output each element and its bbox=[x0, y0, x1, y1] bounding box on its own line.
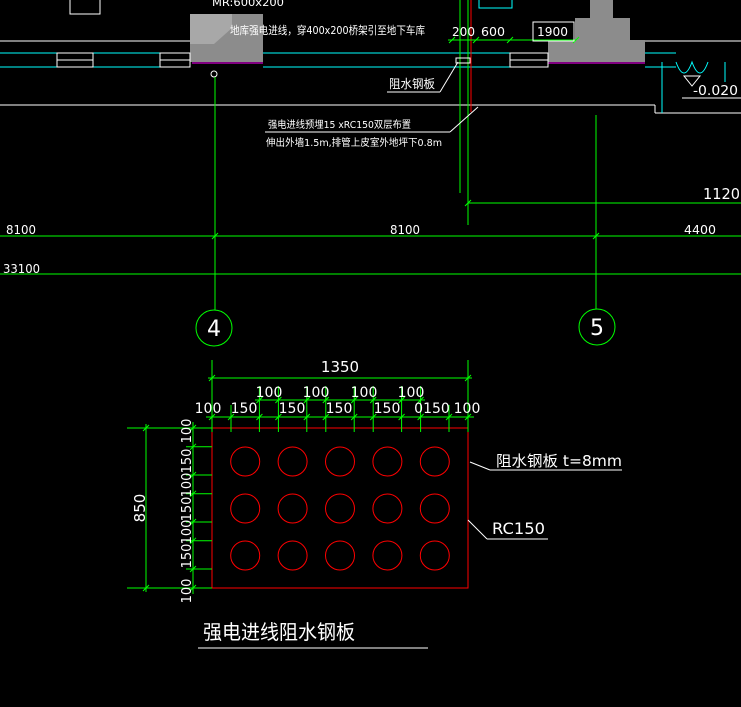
geometry-layer bbox=[0, 0, 741, 649]
conduit-type-label: RC150 bbox=[492, 519, 545, 538]
leader-line bbox=[449, 106, 479, 133]
leader-line bbox=[439, 61, 459, 93]
water-stop-plate-outline bbox=[211, 427, 469, 589]
water-stop-plate-label: 阻水钢板 bbox=[389, 77, 435, 91]
conduit-circle bbox=[325, 446, 355, 477]
leader-line bbox=[467, 519, 488, 540]
water-stop-plate-marker bbox=[455, 57, 471, 64]
spacing-dimension: 100 bbox=[256, 385, 283, 401]
conduit-circle bbox=[419, 446, 450, 477]
conduit-circle bbox=[372, 540, 403, 571]
dimension-tick bbox=[506, 36, 514, 44]
vertical-spacing-dimension: 100 bbox=[180, 473, 195, 498]
conduit-circle bbox=[372, 493, 403, 524]
dimension-tick bbox=[572, 36, 580, 44]
dimension-text-box bbox=[532, 21, 575, 42]
elevation-marker-icon bbox=[682, 75, 702, 87]
ramp-edge bbox=[675, 60, 709, 74]
axis-dimension-annotations: 8100 8100 4400 33100 4 5 bbox=[3, 223, 716, 342]
conduit-circle bbox=[419, 493, 450, 524]
plate-thickness-label: 阻水钢板 t=8mm bbox=[496, 452, 622, 470]
vertical-spacing-dimension: 100 bbox=[180, 520, 195, 545]
conduit-circle bbox=[325, 540, 355, 571]
axis-span-dimension: 8100 bbox=[6, 223, 36, 237]
cable-tray-size-label: MR:600x200 bbox=[212, 0, 284, 9]
conduit-circle bbox=[419, 540, 450, 571]
vertical-spacing-dimension: 100 bbox=[180, 419, 195, 444]
vertical-spacing-dimension: 150 bbox=[180, 497, 195, 522]
dimension-tick bbox=[472, 36, 480, 44]
dimension-tick bbox=[211, 232, 219, 240]
spacing-dimension: 150 bbox=[326, 401, 353, 417]
grid-axis-label-4: 4 bbox=[207, 317, 221, 342]
dimension-text: 600 bbox=[481, 25, 505, 39]
vertical-spacing-dimension: 100 bbox=[180, 579, 195, 604]
building-section-annotations: MR:600x200 地库强电进线，穿400x200桥架引至地下车库 200 6… bbox=[212, 0, 740, 203]
conduit-circle bbox=[230, 493, 261, 524]
wall-column-b bbox=[548, 0, 645, 62]
dimension-text: 1120 bbox=[703, 185, 740, 203]
cable-entry-note: 地库强电进线，穿400x200桥架引至地下车库 bbox=[230, 23, 425, 37]
leader-line bbox=[469, 461, 491, 471]
spacing-dimension: 150 bbox=[279, 401, 306, 417]
conduit-circle bbox=[277, 493, 308, 524]
overall-width-dimension: 1350 bbox=[321, 358, 359, 376]
grid-axis-label-5: 5 bbox=[590, 316, 604, 341]
detail-title: 强电进线阻水钢板 bbox=[203, 620, 355, 644]
vertical-spacing-dimension: 150 bbox=[180, 544, 195, 569]
grid-point bbox=[210, 70, 218, 78]
dimension-tick bbox=[448, 36, 456, 44]
axis-span-dimension: 4400 bbox=[684, 223, 716, 237]
conduit-circle bbox=[230, 446, 261, 477]
overall-axis-dimension: 33100 bbox=[3, 262, 40, 276]
spacing-dimension: 0150 bbox=[414, 401, 450, 417]
spacing-dimension: 150 bbox=[374, 401, 401, 417]
conduit-circle bbox=[277, 540, 308, 571]
spacing-dimension: 100 bbox=[195, 401, 222, 417]
grid-bubble-4 bbox=[195, 309, 233, 347]
axis-span-dimension: 8100 bbox=[390, 223, 420, 237]
spacing-dimension: 100 bbox=[398, 385, 425, 401]
conduit-circle bbox=[230, 540, 261, 571]
spacing-dimension: 150 bbox=[231, 401, 258, 417]
wall-column-a-highlight bbox=[190, 14, 232, 44]
spacing-dimension: 100 bbox=[351, 385, 378, 401]
upper-opening bbox=[478, 0, 513, 9]
grid-bubble-5 bbox=[578, 308, 616, 346]
conduit-note-line-1: 强电进线预埋15 xRC150双层布置 bbox=[268, 118, 411, 131]
vertical-spacing-dimension: 150 bbox=[180, 449, 195, 474]
upper-window-frame bbox=[69, 0, 101, 15]
spacing-dimension: 100 bbox=[454, 401, 481, 417]
spacing-dimension: 100 bbox=[303, 385, 330, 401]
elevation-label: -0.020 bbox=[693, 84, 738, 99]
conduit-circle bbox=[325, 493, 355, 524]
dimension-tick bbox=[464, 199, 472, 207]
dimension-text: 200 bbox=[452, 25, 475, 39]
water-stop-plate-detail: 1350 100 100 100 100 100 150 150 150 150… bbox=[131, 358, 622, 644]
dimension-text: 1900 bbox=[537, 25, 568, 39]
conduit-circle bbox=[277, 446, 308, 477]
overall-height-dimension: 850 bbox=[131, 494, 149, 523]
conduit-note-line-2: 伸出外墙1.5m,排管上皮室外地坪下0.8m bbox=[266, 136, 442, 149]
conduit-circle bbox=[372, 446, 403, 477]
dimension-tick bbox=[592, 232, 600, 240]
